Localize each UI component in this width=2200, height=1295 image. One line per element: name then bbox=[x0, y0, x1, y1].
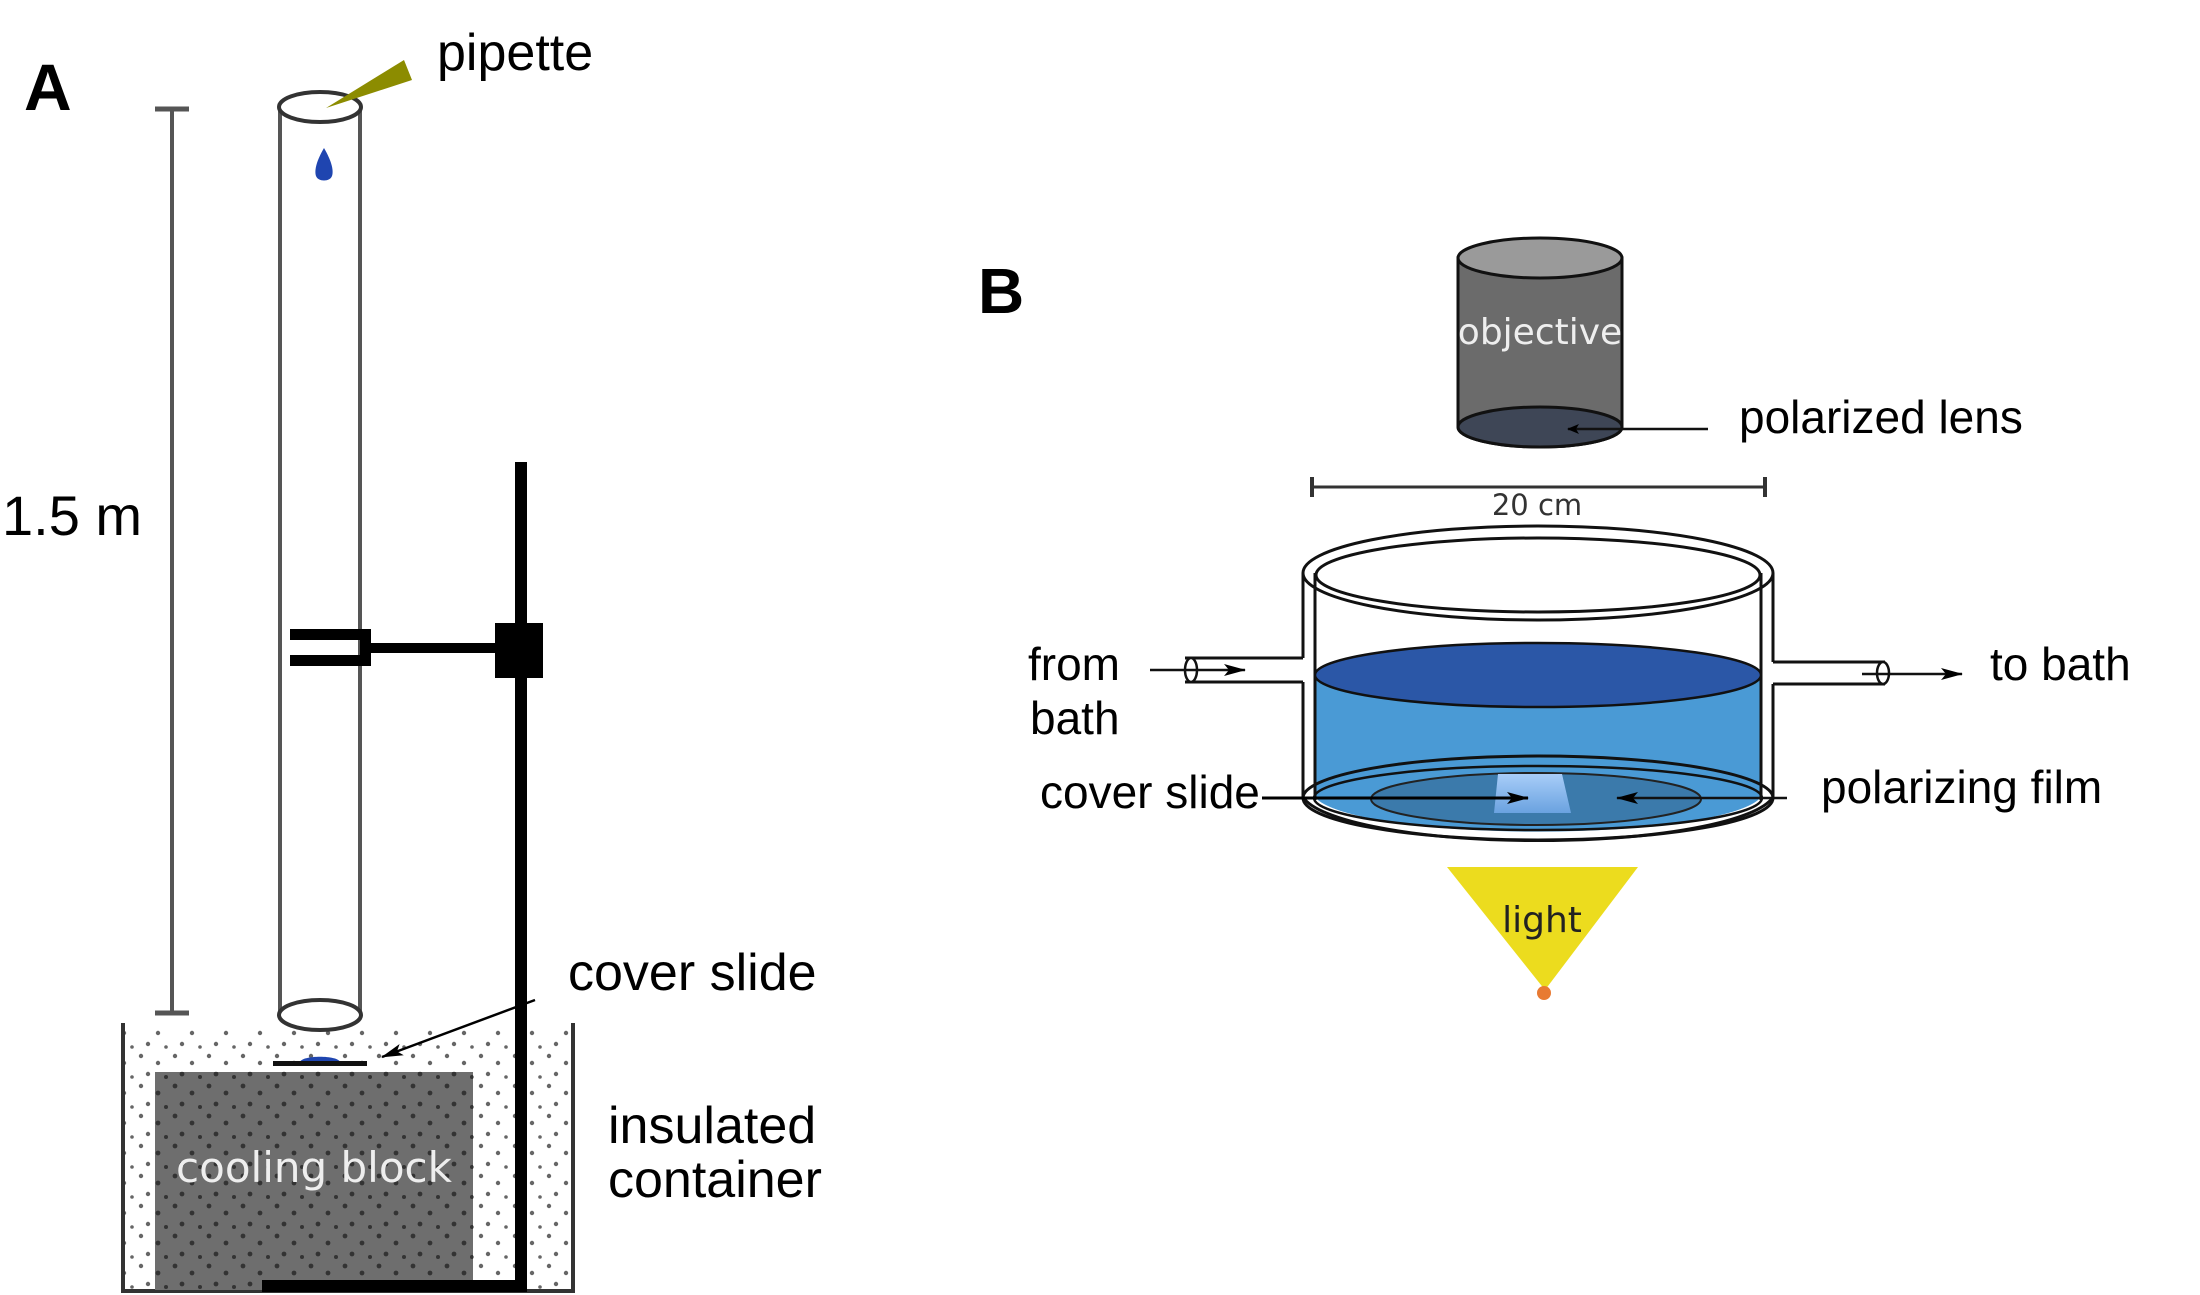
pipette-icon bbox=[326, 60, 412, 108]
objective-label: objective bbox=[1458, 312, 1622, 353]
cooling-block: cooling block bbox=[155, 1072, 473, 1290]
from-bath-label-line2: bath bbox=[1030, 692, 1120, 744]
droplet-icon bbox=[315, 148, 333, 181]
drop-tube bbox=[277, 90, 363, 1032]
to-bath-label: to bath bbox=[1990, 638, 2131, 690]
polarizing-film-label: polarizing film bbox=[1821, 761, 2102, 813]
insulated-label-line1: insulated bbox=[608, 1097, 816, 1155]
light-bulb-icon bbox=[1537, 986, 1551, 1000]
water-surface bbox=[1313, 641, 1763, 709]
width-label: 20 cm bbox=[1492, 488, 1582, 522]
objective: objective bbox=[1456, 236, 1624, 449]
polarized-lens bbox=[1456, 405, 1624, 449]
insulated-label-line2: container bbox=[608, 1151, 822, 1209]
panel-a-label: A bbox=[24, 50, 72, 124]
cooling-block-label: cooling block bbox=[176, 1143, 453, 1192]
light-source: light bbox=[1447, 867, 1638, 1000]
panel-a: A 1.5 m cooling block p bbox=[2, 24, 822, 1293]
cover-slide-a bbox=[273, 1056, 367, 1066]
cover-slide-label-b: cover slide bbox=[1040, 766, 1260, 818]
ring-stand bbox=[262, 462, 543, 1292]
water-bath-dish bbox=[1183, 524, 1891, 843]
height-label: 1.5 m bbox=[2, 484, 142, 547]
panel-b: B objective polarized lens 20 cm bbox=[978, 236, 2131, 1000]
outlet-tube bbox=[1771, 660, 1891, 686]
panel-b-label: B bbox=[978, 255, 1024, 327]
light-label: light bbox=[1502, 900, 1582, 941]
cover-slide-label-a: cover slide bbox=[568, 944, 817, 1002]
cover-slide-arrow bbox=[381, 998, 536, 1059]
light-cone bbox=[1447, 867, 1638, 990]
width-scale-bar bbox=[1310, 477, 1767, 497]
polarized-lens-label: polarized lens bbox=[1739, 391, 2023, 443]
from-bath-label-line1: from bbox=[1028, 638, 1120, 690]
pipette-label: pipette bbox=[437, 24, 593, 82]
height-scale-bar bbox=[155, 106, 189, 1016]
cover-slide-b bbox=[1494, 774, 1571, 813]
